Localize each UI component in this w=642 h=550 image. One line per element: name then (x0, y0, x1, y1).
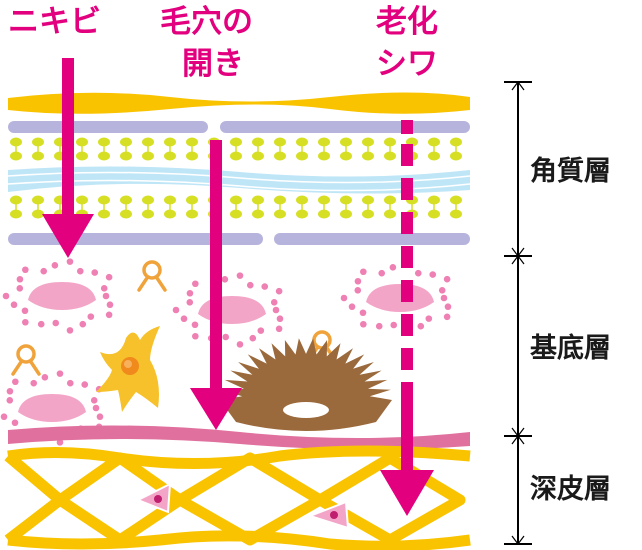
dermis-illustration (4, 445, 471, 550)
caption-aging-line1: 老化 (376, 4, 438, 40)
lipid-bar-lower-right (274, 233, 470, 245)
arrow-down-icon (190, 140, 242, 430)
arrow-down-icon (42, 58, 94, 258)
label-basal-layer: 基底層 (530, 332, 611, 364)
dashed-arrow-down-icon (380, 120, 434, 516)
caption-acne: ニキビ (8, 4, 101, 40)
cell-icon (2, 258, 114, 334)
cell-icon (340, 260, 452, 336)
lipid-heads (10, 137, 462, 219)
basement-membrane (8, 425, 470, 450)
label-dermis: 深皮層 (530, 474, 611, 505)
melanin-icon (220, 338, 392, 431)
stratum-corneum-illustration (7, 92, 471, 245)
receptor-icon (137, 260, 167, 292)
cells (0, 258, 452, 446)
caption-pores-line1: 毛穴の (160, 4, 253, 40)
cell-icon (172, 272, 284, 348)
layer-scale-bar (504, 81, 532, 545)
caption-aging-line2: シワ (376, 46, 438, 82)
lipid-bar-upper-right (220, 121, 470, 133)
label-stratum-corneum: 角質層 (530, 155, 611, 187)
surface-band (8, 92, 470, 114)
fibroblast-icon (306, 500, 350, 530)
lipid-bar-lower-left (8, 233, 263, 245)
basal-layer-illustration (0, 258, 470, 450)
lipid-bar-upper-left (8, 121, 208, 133)
melanocyte-icon (96, 326, 160, 412)
receptor-icon (11, 344, 41, 376)
caption-pores-line2: 開き (182, 46, 244, 82)
fibroblast-icon (135, 482, 172, 514)
